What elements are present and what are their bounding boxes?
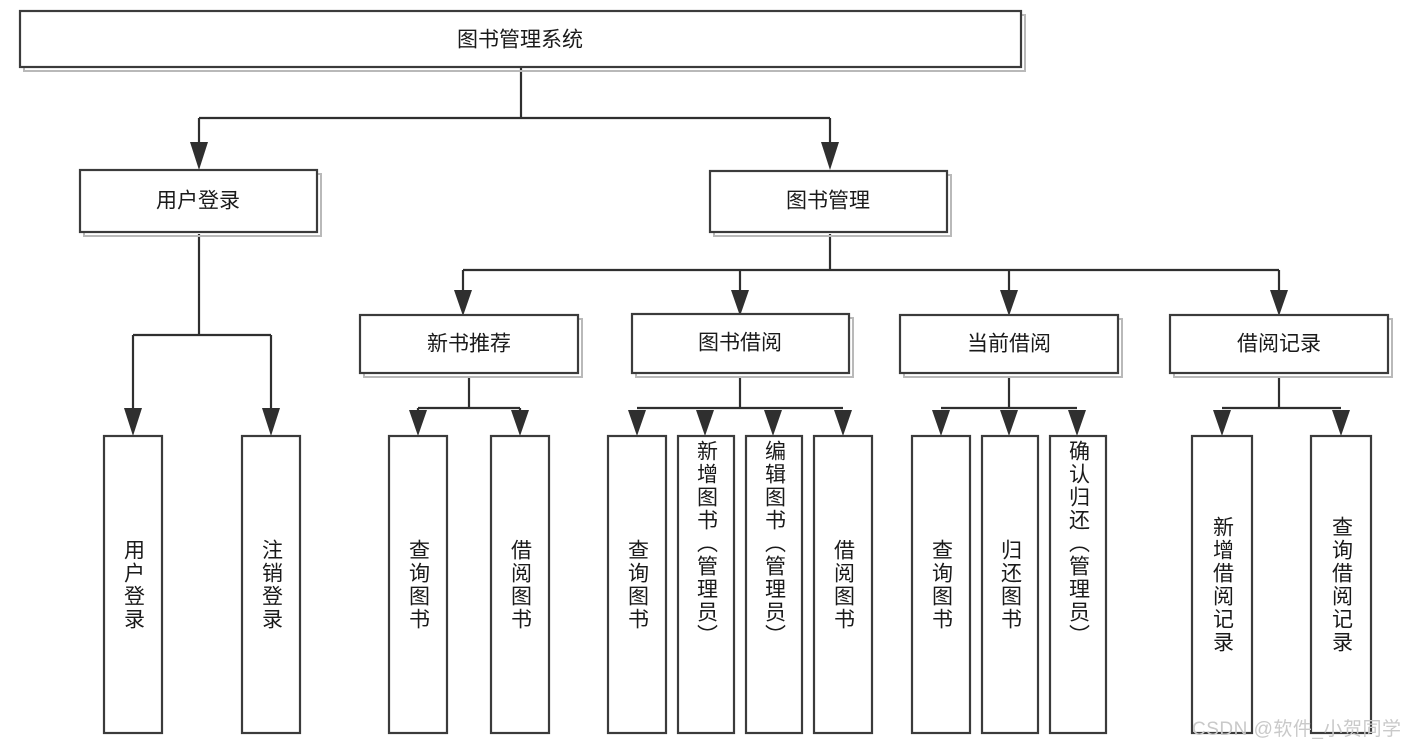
node-new-book-rec[interactable]: 新书推荐	[358, 313, 583, 378]
arrow-to-leaf-logout	[262, 408, 280, 436]
leaf-borrow-book-2-rect[interactable]	[812, 434, 874, 735]
node-current-borrow[interactable]: 当前借阅	[898, 313, 1123, 378]
arrow-to-book-borrow	[731, 290, 749, 316]
arrow-to-borrow-record	[1270, 290, 1288, 316]
node-user-login-rect[interactable]	[78, 168, 319, 234]
node-current-borrow-label: 当前借阅	[967, 333, 1051, 356]
node-new-book-rec-rect[interactable]	[358, 313, 580, 375]
leaf-logout-rect[interactable]	[240, 434, 302, 735]
node-current-borrow-rect[interactable]	[898, 313, 1120, 375]
node-user-login-label: 用户登录	[156, 190, 240, 213]
leaf-borrow-book-1-rect[interactable]	[489, 434, 551, 735]
arrow-to-leaf-borrow-book-1	[511, 410, 529, 436]
leaf-confirm-return-rect[interactable]	[1048, 434, 1108, 735]
arrow-to-leaf-return-book	[1000, 410, 1018, 436]
node-book-manage[interactable]: 图书管理	[708, 169, 952, 237]
leaf-user-login-rect[interactable]	[102, 434, 164, 735]
node-user-login[interactable]: 用户登录	[78, 168, 322, 237]
node-book-borrow-rect[interactable]	[630, 312, 851, 375]
node-borrow-record-rect[interactable]	[1168, 313, 1390, 375]
node-borrow-record-label: 借阅记录	[1237, 333, 1321, 356]
arrow-to-new-book-rec	[454, 290, 472, 316]
arrow-to-leaf-confirm-return	[1068, 410, 1086, 436]
connector-layer	[124, 68, 1350, 436]
leaf-query-book-2-rect[interactable]	[606, 434, 668, 735]
node-root-label: 图书管理系统	[457, 29, 583, 52]
arrow-to-leaf-borrow-book-2	[834, 410, 852, 436]
arrow-to-leaf-query-record	[1332, 410, 1350, 436]
leaf-query-book-1-rect[interactable]	[387, 434, 449, 735]
arrow-to-leaf-add-book	[696, 410, 714, 436]
leaf-query-book-3-rect[interactable]	[910, 434, 972, 735]
leaf-add-book-rect[interactable]	[676, 434, 736, 735]
node-borrow-record[interactable]: 借阅记录	[1168, 313, 1393, 378]
node-layer: 图书管理系统 用户登录 图书管理 新书推荐	[18, 9, 1393, 735]
leaf-add-record-rect[interactable]	[1190, 434, 1254, 735]
arrow-to-current-borrow	[1000, 290, 1018, 316]
leaf-edit-book-rect[interactable]	[744, 434, 804, 735]
arrow-to-leaf-query-book-2	[628, 410, 646, 436]
leaf-return-book-rect[interactable]	[980, 434, 1040, 735]
node-book-manage-label: 图书管理	[786, 190, 870, 213]
leaf-boxes	[102, 434, 1373, 735]
leaf-query-record-rect[interactable]	[1309, 434, 1373, 735]
node-book-borrow[interactable]: 图书借阅	[630, 312, 854, 378]
arrow-to-leaf-query-book-1	[409, 410, 427, 436]
csdn-watermark: CSDN @软件_小贺同学	[1192, 719, 1402, 740]
arrow-to-book-manage	[821, 142, 839, 170]
node-book-manage-rect[interactable]	[708, 169, 949, 234]
arrow-to-leaf-edit-book	[764, 410, 782, 436]
arrow-to-leaf-user-login	[124, 408, 142, 436]
node-book-borrow-label: 图书借阅	[698, 332, 782, 355]
node-root-rect[interactable]	[18, 9, 1023, 69]
arrow-to-user-login	[190, 142, 208, 170]
node-root[interactable]: 图书管理系统	[18, 9, 1026, 72]
arrow-to-leaf-query-book-3	[932, 410, 950, 436]
node-new-book-rec-label: 新书推荐	[427, 333, 511, 356]
arrow-to-leaf-add-record	[1213, 410, 1231, 436]
